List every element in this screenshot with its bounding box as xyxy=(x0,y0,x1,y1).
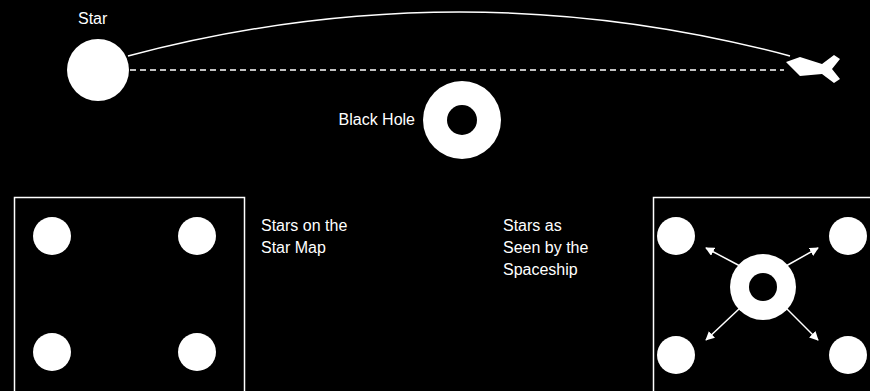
shift-arrow xyxy=(706,308,740,340)
seen-black-hole-core xyxy=(749,273,777,301)
map-star xyxy=(33,333,71,371)
view-box xyxy=(654,198,870,391)
seen-black-hole xyxy=(730,254,796,320)
star-map-box xyxy=(15,198,245,391)
light-path xyxy=(128,12,790,56)
black-hole-core xyxy=(447,105,477,135)
shift-arrow xyxy=(706,248,740,266)
map-star xyxy=(33,217,71,255)
seen-star xyxy=(657,336,695,374)
straight-path xyxy=(130,69,784,71)
seen-star xyxy=(829,217,867,255)
caption-label: Stars as Seen by the Spaceship xyxy=(503,215,595,281)
shift-arrow xyxy=(786,248,818,266)
shift-arrow xyxy=(786,308,818,340)
map-star xyxy=(178,217,216,255)
node-label: Star xyxy=(78,8,107,30)
seen-star xyxy=(829,336,867,374)
caption-label: Stars on the Star Map xyxy=(261,215,365,259)
node-label: Black Hole xyxy=(339,109,415,131)
star-node: Star xyxy=(60,6,140,106)
map-star xyxy=(178,333,216,371)
spaceship xyxy=(786,55,840,83)
black-hole-node: Black Hole xyxy=(330,78,505,162)
star-circle xyxy=(67,39,129,101)
black-hole-ring xyxy=(423,81,501,159)
seen-star xyxy=(657,217,695,255)
